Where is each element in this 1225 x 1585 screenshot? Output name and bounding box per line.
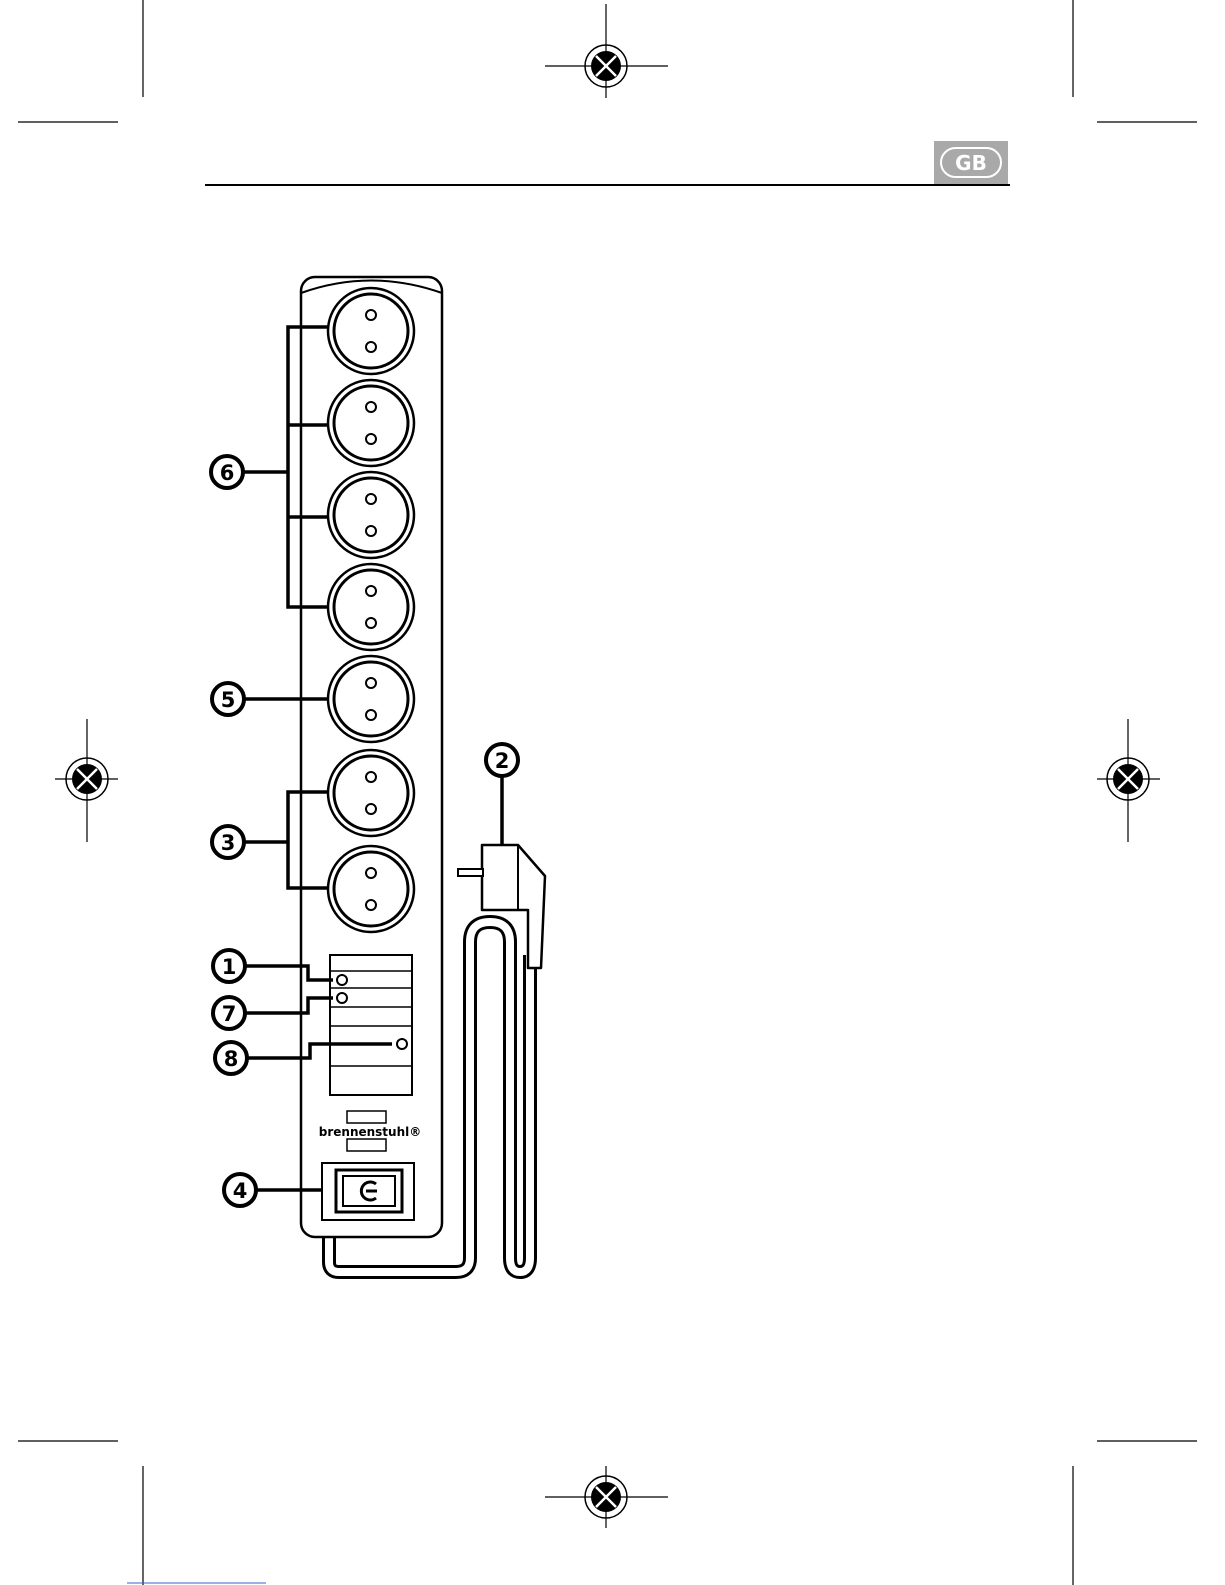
callout-8-label: 8 — [224, 1047, 239, 1071]
callout-1: 1 — [213, 950, 245, 982]
main-switch — [322, 1163, 414, 1220]
crop-marks — [18, 0, 1197, 1585]
callout-5: 5 — [212, 683, 244, 715]
indicator-panel — [330, 955, 412, 1095]
callout-2: 2 — [486, 744, 518, 776]
callout-8: 8 — [215, 1042, 247, 1074]
plug-pin — [458, 869, 483, 876]
registration-mark-left — [55, 719, 118, 842]
callout-2-label: 2 — [495, 749, 510, 773]
callout-3-label: 3 — [221, 831, 236, 855]
callout-1-label: 1 — [222, 955, 237, 979]
indicator-led-7 — [337, 993, 347, 1003]
callout-3: 3 — [212, 826, 244, 858]
logo-bar-top — [347, 1111, 386, 1123]
callout-4-label: 4 — [233, 1179, 248, 1203]
reset-button — [397, 1039, 407, 1049]
callout-4: 4 — [224, 1174, 256, 1206]
callout-7: 7 — [213, 997, 245, 1029]
indicator-led-1 — [337, 975, 347, 985]
callout-6: 6 — [211, 456, 243, 488]
registration-mark-top — [545, 4, 668, 98]
registration-mark-right — [1097, 719, 1160, 842]
registration-mark-bottom — [545, 1466, 668, 1528]
callout-7-label: 7 — [222, 1002, 237, 1026]
callout-5-label: 5 — [221, 688, 236, 712]
brand-logo: brennenstuhl® — [319, 1125, 422, 1139]
callout-6-label: 6 — [220, 461, 235, 485]
logo-bar-bottom — [347, 1139, 386, 1151]
